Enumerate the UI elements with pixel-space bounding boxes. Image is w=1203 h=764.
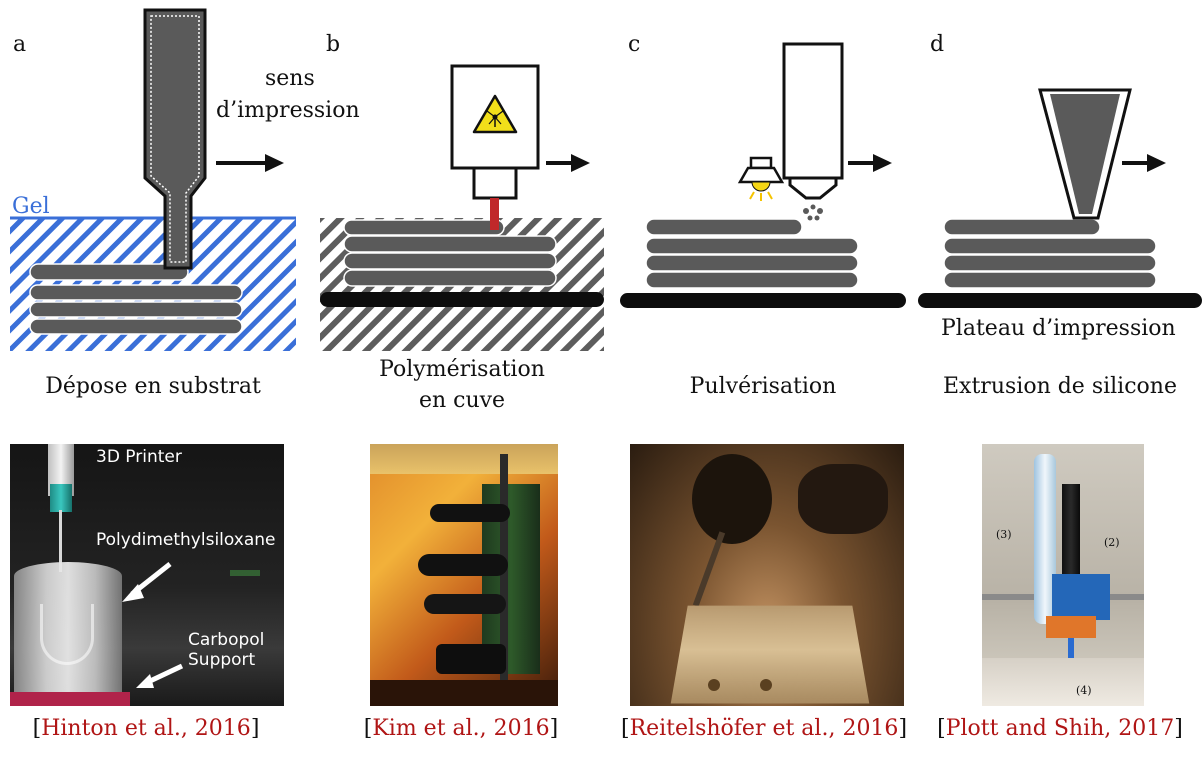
panel-d-diagram (918, 88, 1202, 308)
bracket: ] (250, 716, 260, 741)
mold-hole (708, 679, 720, 691)
bracket: [ (620, 716, 630, 741)
laser-beam (490, 198, 499, 230)
direction-arrowhead (571, 154, 590, 172)
printed-layer (29, 284, 243, 301)
bracket: ] (1174, 716, 1183, 741)
platform-label: Plateau d’impression (941, 316, 1176, 341)
printed-layer (29, 301, 243, 318)
citation-a: [Hinton et al., 2016] (0, 716, 292, 741)
photo-plott-extruder: (3) (2) (4) (982, 444, 1144, 706)
citation-d: [Plott and Shih, 2017] (920, 716, 1200, 741)
syringe-needle (143, 8, 207, 270)
direction-arrowhead (265, 154, 284, 172)
ceiling (370, 444, 558, 474)
print-direction-label-line1: sens (265, 66, 315, 91)
print-direction-label-line2: d’impression (216, 98, 360, 123)
panel-letter-b: b (326, 32, 341, 57)
gel-label: Gel (12, 194, 50, 219)
photo-label-4: (4) (1076, 684, 1092, 697)
citation-b: [Kim et al., 2016] (326, 716, 596, 741)
citation-c: [Reitelshöfer et al., 2016] (612, 716, 916, 741)
photo-label-3d-printer: 3D Printer (96, 447, 182, 467)
build-platform (918, 293, 1202, 308)
cured-layer (343, 252, 557, 270)
silicone-layer (943, 254, 1157, 272)
syringe-inner-outline (150, 15, 200, 263)
photo-arrows (122, 562, 184, 688)
photo-label-pdms: Polydimethylsiloxane (96, 530, 276, 550)
silicone-layer (943, 218, 1101, 236)
silicone-layer (943, 271, 1157, 289)
laser-warning-icon (472, 94, 518, 134)
mold-hole (760, 679, 772, 691)
printed-structure (40, 604, 94, 665)
sprayed-layer (645, 271, 859, 289)
bracket: ] (549, 716, 559, 741)
photo-hinton-carbopol-print: 3D Printer Polydimethylsiloxane Carbopol… (10, 444, 284, 706)
uv-lamp-icon (737, 156, 785, 201)
panel-c-diagram (620, 42, 906, 308)
printed-layer (29, 318, 243, 335)
citation-link[interactable]: Reitelshöfer et al., 2016 (629, 716, 899, 741)
printed-layer (29, 263, 189, 281)
photo-kim-printer (370, 444, 558, 706)
caption-d: Extrusion de silicone (943, 374, 1177, 399)
citation-link[interactable]: Hinton et al., 2016 (41, 716, 251, 741)
machine-part (798, 464, 888, 534)
clamp (418, 554, 508, 576)
caption-c: Pulvérisation (689, 374, 837, 399)
bracket: ] (898, 716, 908, 741)
sprayed-layer (645, 218, 803, 236)
cured-layer (343, 219, 505, 236)
cured-layer (343, 269, 557, 287)
sprayed-layer (645, 254, 859, 272)
blue-bracket (1052, 574, 1110, 620)
panel-letter-a: a (13, 32, 27, 57)
needle (59, 510, 62, 572)
citation-link[interactable]: Kim et al., 2016 (372, 716, 550, 741)
build-platform (320, 292, 604, 307)
photo-label-support: Support (188, 650, 256, 670)
background-light (230, 570, 260, 576)
direction-arrowhead (873, 154, 892, 172)
photo-label-carbopol: Carbopol (188, 630, 265, 650)
spray-nozzle (692, 531, 726, 607)
photo-reitelshofer-spray (630, 444, 904, 706)
cartridge-3 (1034, 454, 1056, 624)
build-plate (982, 658, 1144, 706)
build-platform (620, 293, 906, 308)
syringe-hub (50, 484, 72, 512)
citation-link[interactable]: Plott and Shih, 2017 (945, 716, 1175, 741)
bracket: [ (937, 716, 946, 741)
spray-head (782, 42, 844, 200)
clamp (430, 504, 510, 522)
panel-letter-d: d (930, 32, 945, 57)
nozzle-silicone-fill (1050, 94, 1120, 214)
cured-layer (343, 235, 557, 253)
silicone-layer (943, 237, 1157, 255)
floor (370, 680, 558, 706)
base-stage (436, 644, 506, 674)
panel-b-diagram (320, 64, 604, 351)
panel-letter-c: c (628, 32, 641, 57)
machine-part (692, 454, 772, 544)
caption-a: Dépose en substrat (45, 374, 261, 399)
photo-label-2: (2) (1104, 536, 1120, 549)
direction-arrowhead (1147, 154, 1166, 172)
panel-a-diagram (10, 8, 296, 351)
orange-mount (1046, 616, 1096, 638)
laser-nozzle (472, 166, 518, 200)
bracket: [ (363, 716, 373, 741)
clamp (424, 594, 506, 614)
container-base (10, 692, 130, 706)
photo-label-3: (3) (996, 528, 1012, 541)
spray-droplets (803, 204, 823, 221)
bracket: [ (32, 716, 42, 741)
caption-b-line1: Polymérisation (379, 357, 545, 382)
caption-b-line2: en cuve (418, 388, 506, 413)
sprayed-layer (645, 237, 859, 255)
